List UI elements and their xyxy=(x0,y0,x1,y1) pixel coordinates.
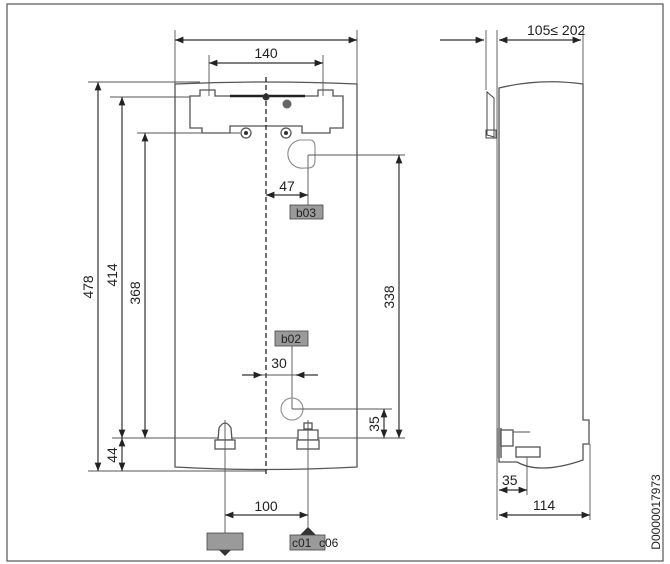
appliance-body-front xyxy=(174,81,358,471)
dim-105-202: 105≤ 202 xyxy=(527,22,586,38)
drawing-frame xyxy=(6,3,664,562)
dim-100: 100 xyxy=(254,498,278,514)
cold-water-fitting xyxy=(214,420,236,537)
dim-414: 414 xyxy=(104,263,120,287)
label-b02: b02 xyxy=(281,332,301,346)
dim-338: 338 xyxy=(381,285,397,309)
outlet-b03 xyxy=(287,139,316,169)
dim-35-side: 35 xyxy=(502,472,518,488)
drawing-id: D0000017973 xyxy=(649,474,663,550)
dim-44: 44 xyxy=(104,447,120,463)
cold-water-connection-box xyxy=(206,532,244,551)
dim-368: 368 xyxy=(127,281,143,305)
label-b03: b03 xyxy=(296,206,316,220)
label-b02-box xyxy=(274,330,309,347)
dim-114: 114 xyxy=(533,497,556,513)
label-c01-box xyxy=(289,534,326,551)
label-b03-box xyxy=(289,204,324,220)
side-view: 105≤ 202 35 114 xyxy=(440,22,591,520)
label-c01: c01 xyxy=(292,536,312,550)
appliance-body-side xyxy=(498,81,590,469)
dim-30: 30 xyxy=(271,355,287,371)
dim-478: 478 xyxy=(80,275,96,299)
dim-47: 47 xyxy=(279,178,295,194)
hot-water-fitting xyxy=(296,420,320,532)
front-view: 140 478 414 368 44 47 b03 338 b02 30 xyxy=(80,30,405,556)
label-c06: c06 xyxy=(319,536,339,550)
dim-140: 140 xyxy=(254,45,278,61)
dim-35-front: 35 xyxy=(366,416,382,432)
